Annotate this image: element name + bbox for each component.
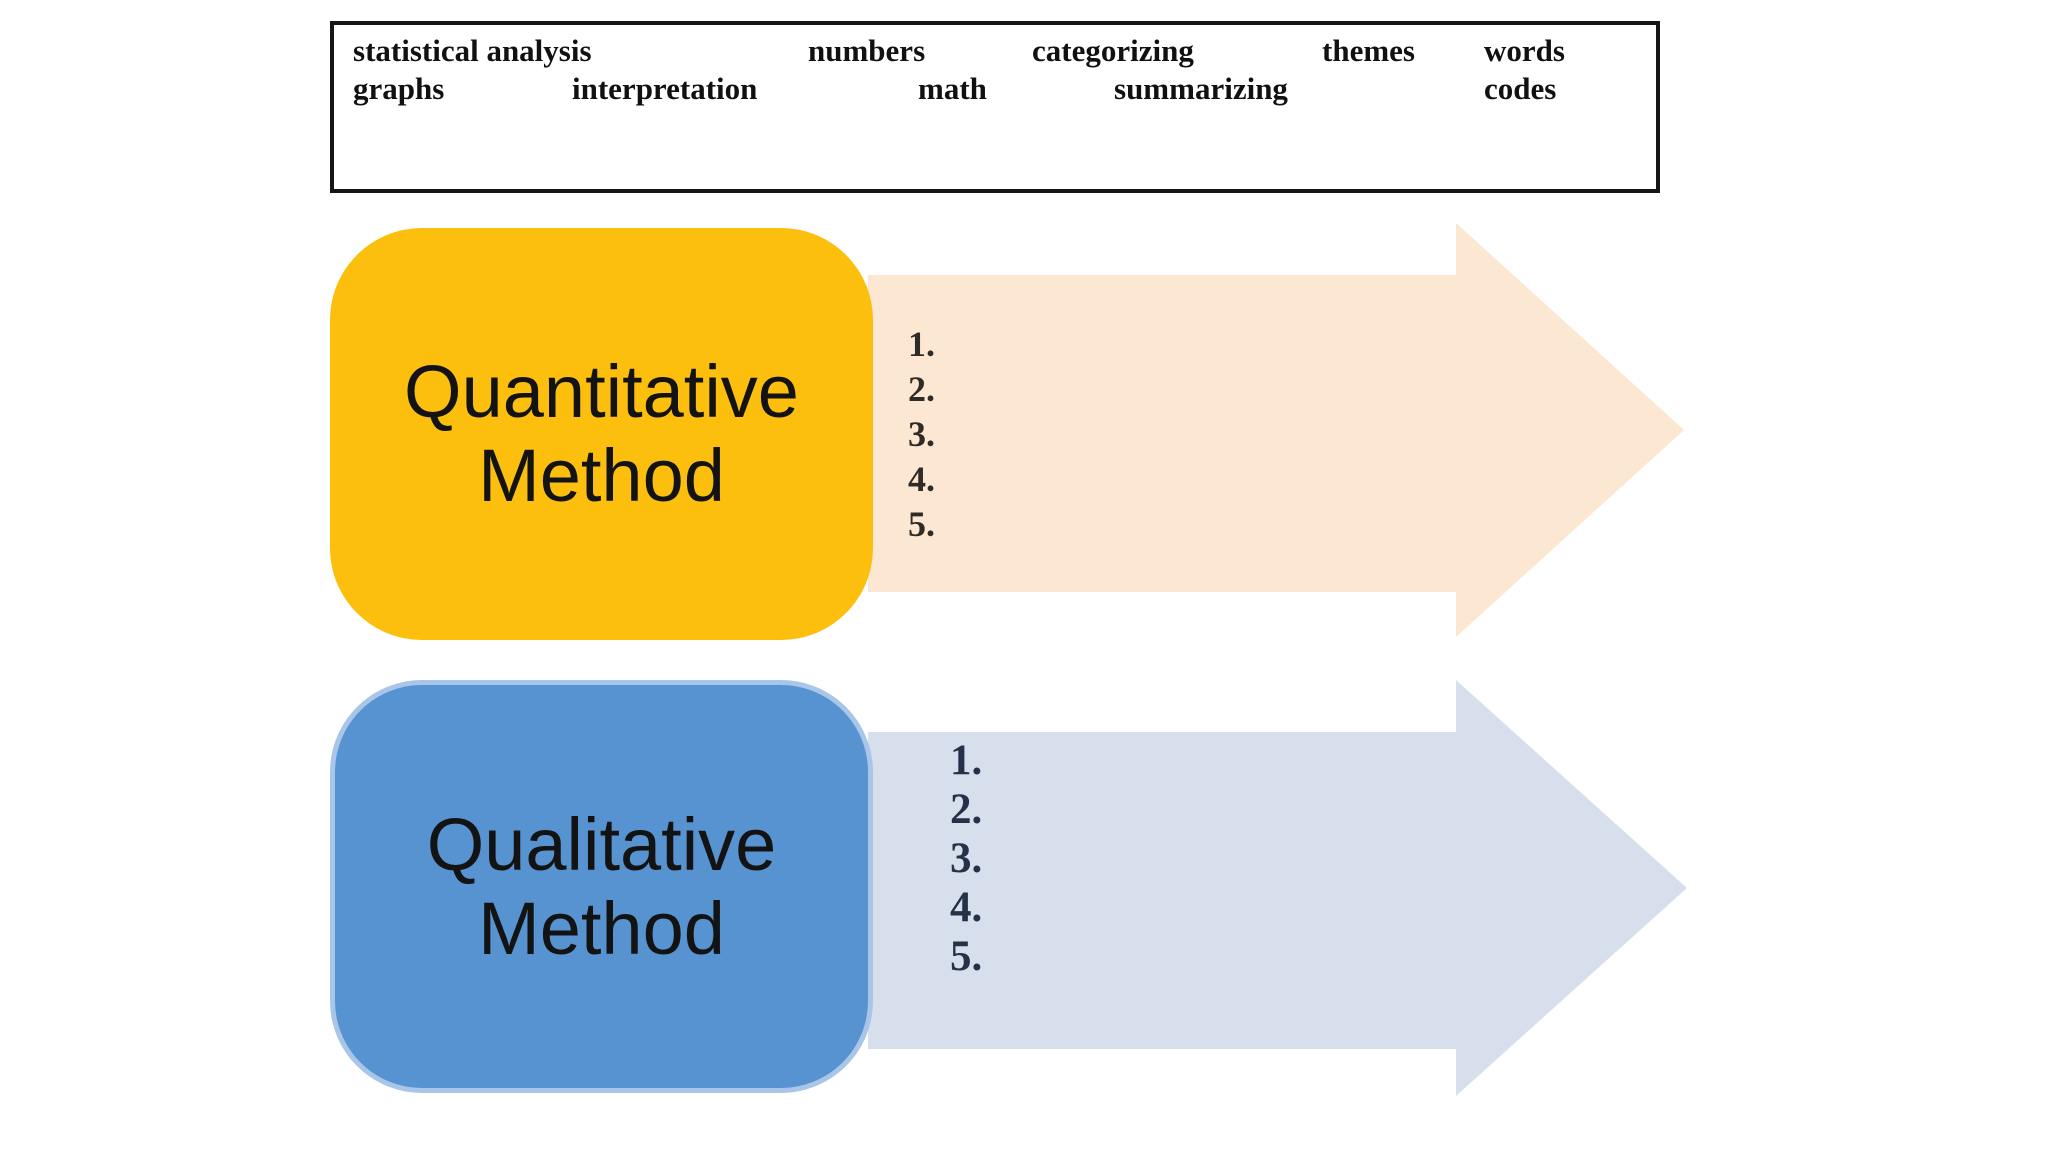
answer-number: 1. <box>950 737 983 784</box>
word-bank-term: graphs <box>353 71 445 106</box>
word-bank-term: categorizing <box>1032 33 1194 68</box>
qualitative-arrow-shaft <box>868 732 1458 1049</box>
word-bank-term: interpretation <box>572 71 758 106</box>
qualitative-method-box: Qualitative Method <box>330 680 873 1093</box>
word-bank-box: statistical analysis numbers categorizin… <box>330 21 1660 193</box>
quantitative-method-title: Quantitative Method <box>404 350 799 517</box>
word-bank-term: codes <box>1484 71 1557 106</box>
answer-number: 2. <box>950 786 983 833</box>
answer-number: 5. <box>908 504 935 544</box>
answer-number: 4. <box>908 459 935 499</box>
answer-number: 5. <box>950 933 983 980</box>
word-bank-term: summarizing <box>1114 71 1288 106</box>
quantitative-answer-list: 1. 2. 3. 4. 5. <box>908 322 935 547</box>
answer-number: 2. <box>908 369 935 409</box>
quantitative-arrow-shaft <box>868 275 1458 592</box>
word-bank-term: statistical analysis <box>353 33 592 68</box>
word-bank-term: math <box>918 71 987 106</box>
quantitative-method-box: Quantitative Method <box>330 228 873 640</box>
answer-number: 4. <box>950 884 983 931</box>
quantitative-arrow-head <box>1456 223 1684 637</box>
qualitative-method-title: Qualitative Method <box>426 802 777 970</box>
answer-number: 3. <box>908 414 935 454</box>
qualitative-arrow-head <box>1456 680 1687 1096</box>
word-bank-term: words <box>1484 33 1565 68</box>
answer-number: 1. <box>908 324 935 364</box>
answer-number: 3. <box>950 835 983 882</box>
word-bank-term: themes <box>1322 33 1415 68</box>
qualitative-answer-list: 1. 2. 3. 4. 5. <box>950 736 982 981</box>
word-bank-term: numbers <box>808 33 926 68</box>
